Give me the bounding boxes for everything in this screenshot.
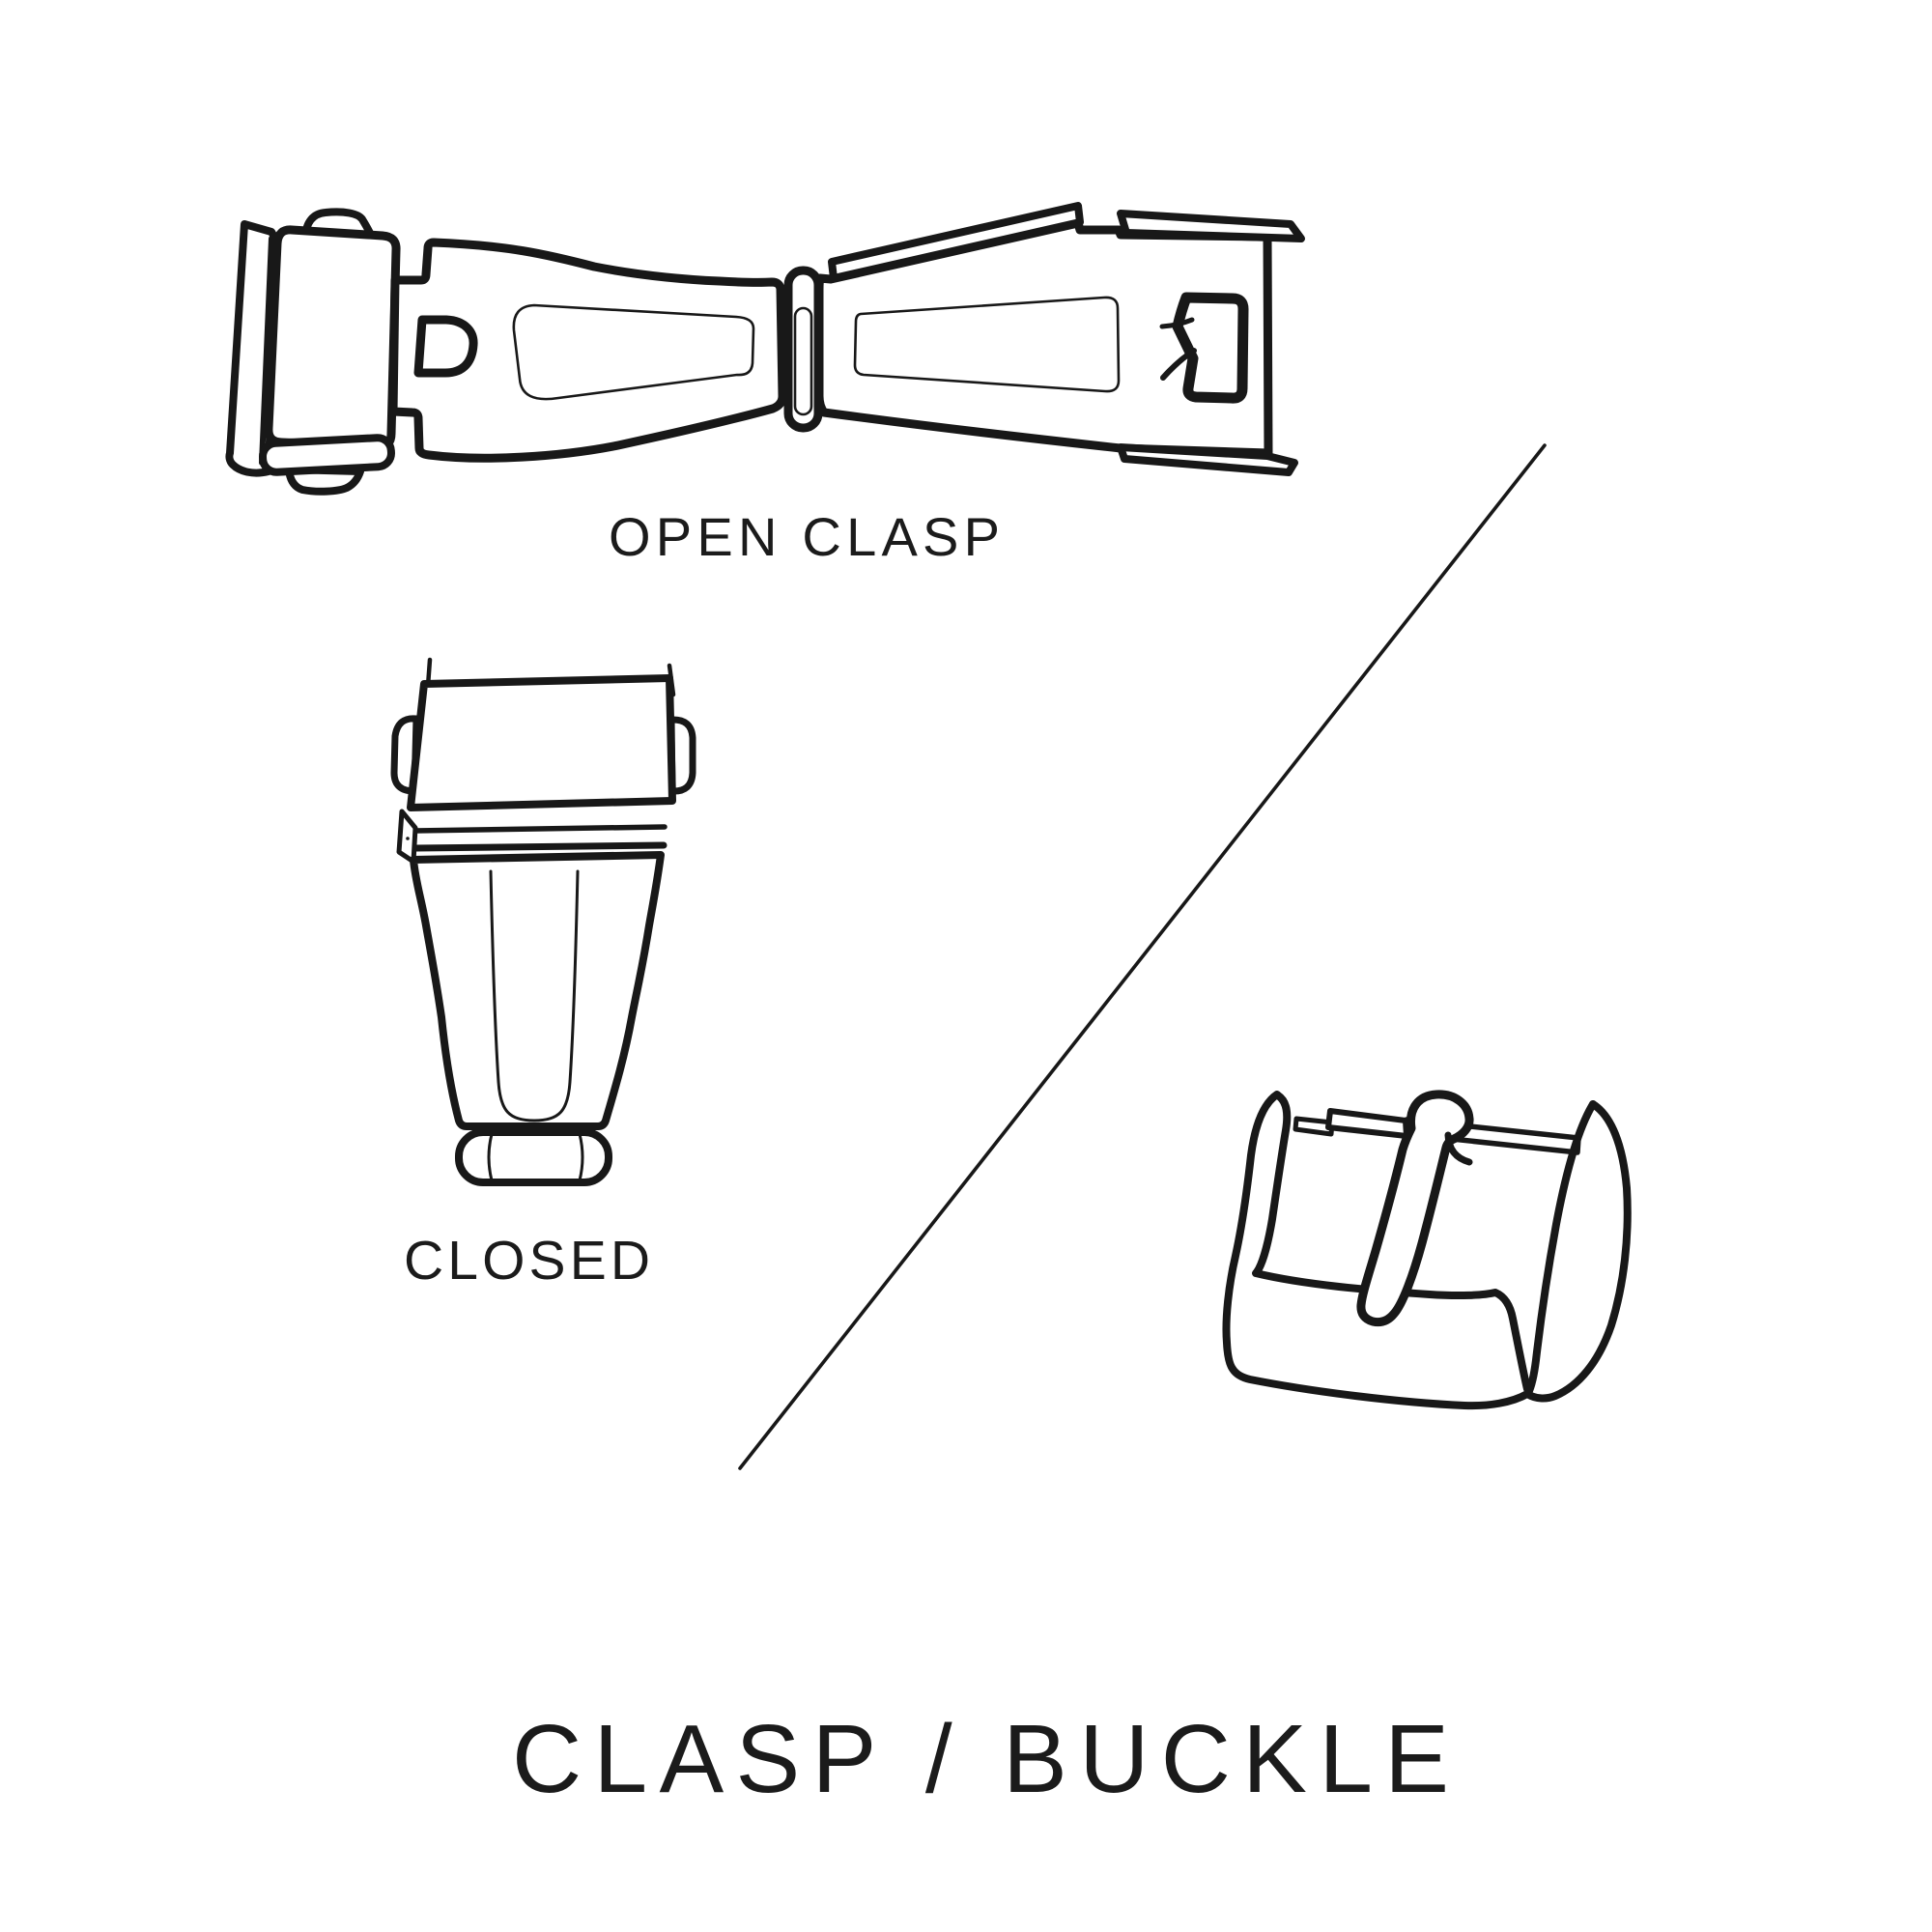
svg-text:CLOSED: CLOSED (404, 1230, 653, 1292)
svg-text:OPEN CLASP: OPEN CLASP (609, 506, 1004, 567)
svg-text:CLASP / BUCKLE: CLASP / BUCKLE (512, 1705, 1463, 1813)
